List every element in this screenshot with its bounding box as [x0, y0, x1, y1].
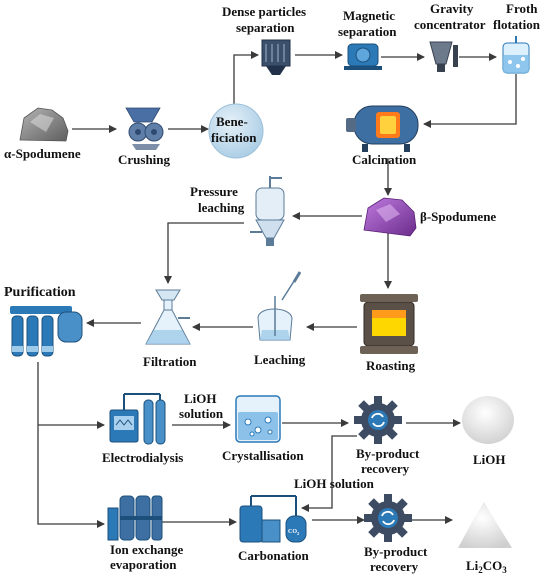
purification-system-icon [10, 306, 83, 357]
label-dense-1: Dense particles [222, 4, 306, 19]
label-byproduct2-1: By-product [364, 544, 428, 559]
li2co3-powder-icon [458, 502, 512, 548]
flow-arrows [37, 51, 517, 528]
crusher-icon [125, 107, 164, 150]
label-ion-exchange-2: evaporation [110, 557, 177, 572]
label-gravity-1: Gravity [430, 1, 474, 16]
arrow-froth-calcination [423, 74, 517, 128]
label-magnetic-1: Magnetic [343, 8, 395, 23]
roasting-furnace-icon [360, 294, 418, 354]
label-magnetic-2: separation [338, 24, 397, 39]
label-alpha-spodumene: α-Spodumene [4, 146, 81, 161]
froth-flotation-icon [502, 36, 530, 74]
label-ion-exchange-1: Ion exchange [110, 542, 184, 557]
lioh-powder-icon [462, 396, 514, 444]
arrow-beneficiation-dense [233, 51, 259, 104]
electrodialysis-icon [109, 393, 166, 445]
pressure-leaching-vessel-icon [250, 176, 285, 246]
label-pressure-1: Pressure [190, 184, 238, 199]
label-purification: Purification [4, 285, 76, 300]
dense-separation-icon [261, 39, 291, 75]
label-froth-1: Froth [506, 1, 538, 16]
label-filtration: Filtration [143, 354, 197, 369]
label-lioh-solution-a2: solution [179, 406, 224, 421]
crystallisation-tank-icon [235, 395, 281, 443]
label-beta-spodumene: β-Spodumene [420, 209, 496, 224]
magnetic-separation-icon [344, 43, 382, 70]
arrow-lioh-solution-loop [301, 435, 357, 512]
label-pressure-2: leaching [198, 200, 245, 215]
carbonation-unit-icon [239, 495, 307, 543]
label-lioh-solution-b: LiOH solution [294, 476, 375, 491]
calcination-kiln-icon [346, 105, 419, 152]
filtration-flask-icon [145, 289, 191, 345]
label-byproduct2-2: recovery [370, 559, 419, 574]
label-lioh: LiOH [473, 452, 506, 467]
label-calcination: Calcination [352, 152, 417, 167]
alpha-spodumene-rock-icon [19, 107, 69, 142]
label-byproduct1-1: By-product [356, 446, 420, 461]
label-dense-2: separation [236, 20, 295, 35]
label-byproduct1-2: recovery [361, 461, 410, 476]
arrow-pressure-filtration [164, 222, 244, 284]
label-beneficiation-2: ficiation [211, 130, 257, 145]
gravity-concentrator-icon [429, 41, 458, 72]
beta-spodumene-rock-icon [363, 197, 417, 237]
label-co2: CO2 [288, 529, 300, 536]
label-froth-2: flotation [493, 17, 541, 32]
label-li2co3: Li2CO3 [466, 558, 507, 575]
arrow-purification-branch [37, 362, 105, 528]
label-beneficiation-1: Bene- [216, 114, 248, 129]
leaching-flask-icon [257, 271, 302, 341]
label-carbonation: Carbonation [238, 548, 310, 563]
label-lioh-solution-a1: LiOH [184, 391, 217, 406]
beneficiation-circle-icon [208, 103, 264, 159]
byproduct-recovery-gear-icon [354, 396, 402, 444]
label-leaching: Leaching [254, 352, 306, 367]
label-gravity-2: concentrator [414, 17, 486, 32]
ion-exchange-icon [107, 495, 163, 541]
label-crystallisation: Crystallisation [222, 448, 304, 463]
label-electrodialysis: Electrodialysis [102, 450, 183, 465]
label-crushing: Crushing [118, 152, 171, 167]
label-roasting: Roasting [366, 358, 416, 373]
byproduct-recovery-gear-icon-2 [364, 494, 412, 542]
